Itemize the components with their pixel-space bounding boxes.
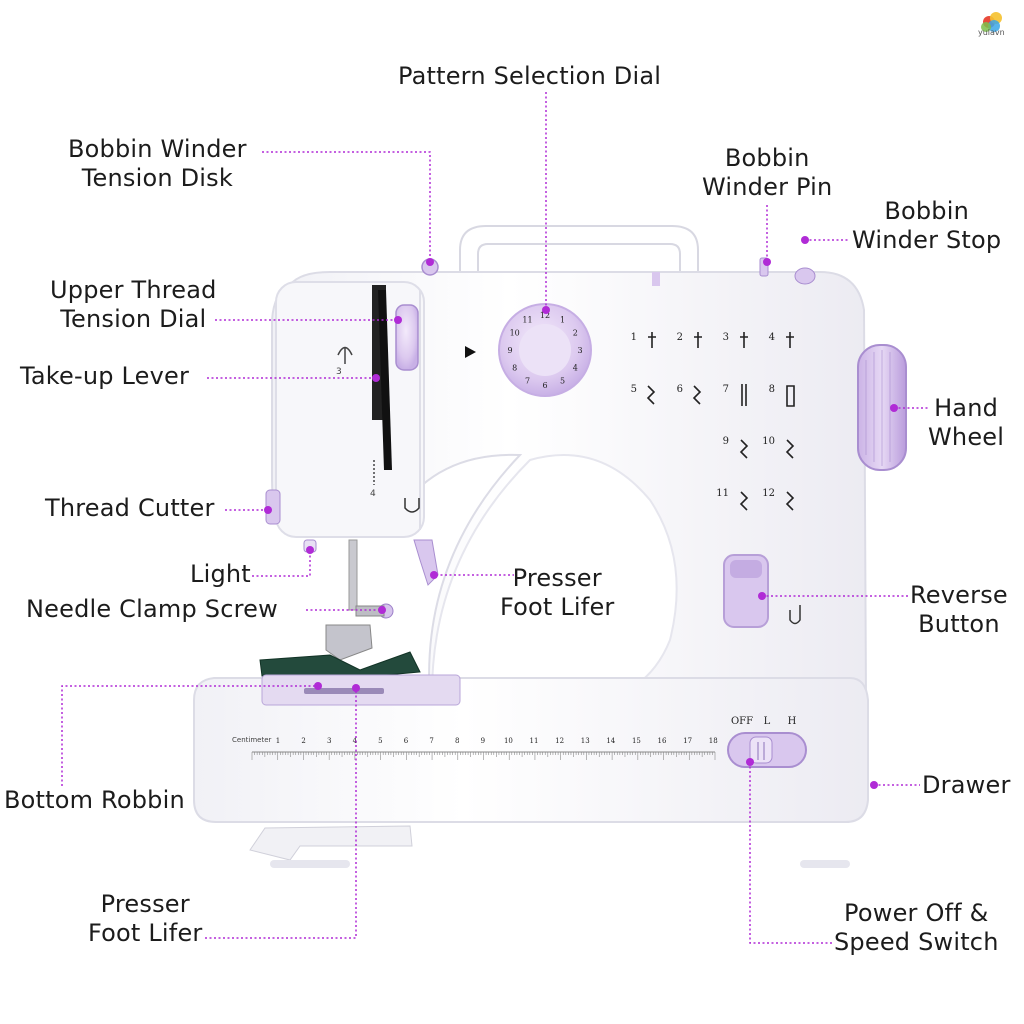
dial-number: 10 <box>510 329 520 338</box>
stitch-number: 5 <box>631 384 637 395</box>
needle-bar <box>348 539 358 611</box>
stitch-number: 12 <box>762 488 775 499</box>
label-presser-foot-lifer-lower: Presser Foot Lifer <box>88 890 203 947</box>
ruler-number: 15 <box>632 737 641 745</box>
label-pattern-selection-dial: Pattern Selection Dial <box>398 62 662 90</box>
ruler-number: 4 <box>353 737 358 745</box>
ruler-number: 10 <box>504 737 513 745</box>
dial-number: 2 <box>573 329 578 338</box>
dial-number: 8 <box>512 364 517 373</box>
switch-labels: OFF L H <box>731 716 797 727</box>
label-hand-wheel: Hand Wheel <box>928 394 1005 451</box>
ruler-number: 5 <box>378 737 382 745</box>
stitch-number: 7 <box>723 384 729 395</box>
label-thread-cutter: Thread Cutter <box>45 494 215 522</box>
label-bottom-robbin: Bottom Robbin <box>4 786 185 814</box>
arm-opening <box>430 454 678 701</box>
reverse-arrow-icon <box>789 605 801 625</box>
brand-logo <box>981 12 1002 32</box>
leader-dots <box>264 236 898 789</box>
stitch-pattern-icon <box>739 491 749 511</box>
ruler-number: 6 <box>404 737 409 745</box>
dial-number: 7 <box>525 376 530 385</box>
svg-text:Centimeter: Centimeter <box>232 736 271 744</box>
machine-foot <box>249 825 413 861</box>
ruler-number: 9 <box>481 737 485 745</box>
bobbin-winder-stop <box>794 267 816 285</box>
label-reverse-button: Reverse Button <box>910 581 1008 638</box>
presser-foot <box>325 624 373 661</box>
stitch-number: 1 <box>631 332 637 343</box>
dial-number: 5 <box>560 376 565 385</box>
stitch-number: 8 <box>769 384 775 395</box>
label-light: Light <box>190 560 251 588</box>
machine-base <box>193 677 869 823</box>
switch-label: H <box>788 716 797 727</box>
leader-lines <box>61 92 930 944</box>
stitch-pattern-icon <box>646 385 656 405</box>
dial-number: 6 <box>542 381 547 390</box>
upper-thread-tension-dial <box>395 304 419 371</box>
brand-logo-text: yulavn <box>978 28 1005 37</box>
label-bobbin-winder-stop: Bobbin Winder Stop <box>852 197 1002 254</box>
stitch-pattern-icon <box>786 332 794 348</box>
stitch-number: 10 <box>762 436 775 447</box>
stitch-pattern-icon <box>648 332 656 348</box>
stitch-number: 4 <box>769 332 775 343</box>
stitch-pattern-icon <box>740 332 748 348</box>
stitch-pattern-icon <box>694 332 702 348</box>
ruler-number: 11 <box>530 737 539 745</box>
stitch-number: 11 <box>716 488 729 499</box>
stitch-number: 2 <box>677 332 683 343</box>
dial-number: 12 <box>540 311 550 320</box>
ruler-number: 7 <box>429 737 433 745</box>
ruler-number: 18 <box>709 737 718 745</box>
stitch-number: 3 <box>723 332 729 343</box>
svg-text:4: 4 <box>370 489 376 499</box>
stitch-pattern-icon <box>739 439 749 459</box>
stitch-pattern-icon <box>741 384 747 406</box>
stitch-number: 6 <box>677 384 683 395</box>
dial-number: 1 <box>560 316 565 325</box>
label-bobbin-winder-tension-disk: Bobbin Winder Tension Disk <box>68 135 247 192</box>
stitch-pattern-icon <box>785 491 795 511</box>
ruler-ticks <box>251 752 716 760</box>
ruler-number: 1 <box>276 737 280 745</box>
ruler-number: 12 <box>555 737 564 745</box>
ruler-number: 8 <box>455 737 459 745</box>
label-bobbin-winder-pin: Bobbin Winder Pin <box>702 144 833 201</box>
ruler-number: 2 <box>301 737 305 745</box>
label-presser-foot-lifer-upper: Presser Foot Lifer <box>500 564 615 621</box>
ruler-number: 17 <box>683 737 692 745</box>
switch-label: OFF <box>731 716 753 727</box>
label-take-up-lever: Take-up Lever <box>20 362 190 390</box>
stitch-number: 9 <box>723 436 729 447</box>
label-upper-thread-tension-dial: Upper Thread Tension Dial <box>50 276 217 333</box>
label-drawer: Drawer <box>922 771 1011 799</box>
dial-number: 3 <box>577 346 582 355</box>
thread-path-icon <box>337 346 353 364</box>
dial-number: 4 <box>573 364 578 373</box>
ruler-number: 14 <box>606 737 615 745</box>
stitch-pattern-icon <box>786 385 795 407</box>
label-needle-clamp-screw: Needle Clamp Screw <box>26 595 278 623</box>
svg-text:3: 3 <box>336 367 342 377</box>
switch-label: L <box>764 716 771 727</box>
dial-number: 9 <box>507 346 512 355</box>
hook-icon <box>404 498 420 513</box>
ruler-number: 13 <box>581 737 590 745</box>
ruler-number: 3 <box>327 737 331 745</box>
dial-number: 11 <box>522 316 532 325</box>
ruler-number: 16 <box>658 737 667 745</box>
stitch-pattern-icon <box>692 385 702 405</box>
stitch-pattern-icon <box>785 439 795 459</box>
dial-pointer-icon <box>465 346 476 358</box>
label-power-off-speed-switch: Power Off & Speed Switch <box>834 899 999 956</box>
